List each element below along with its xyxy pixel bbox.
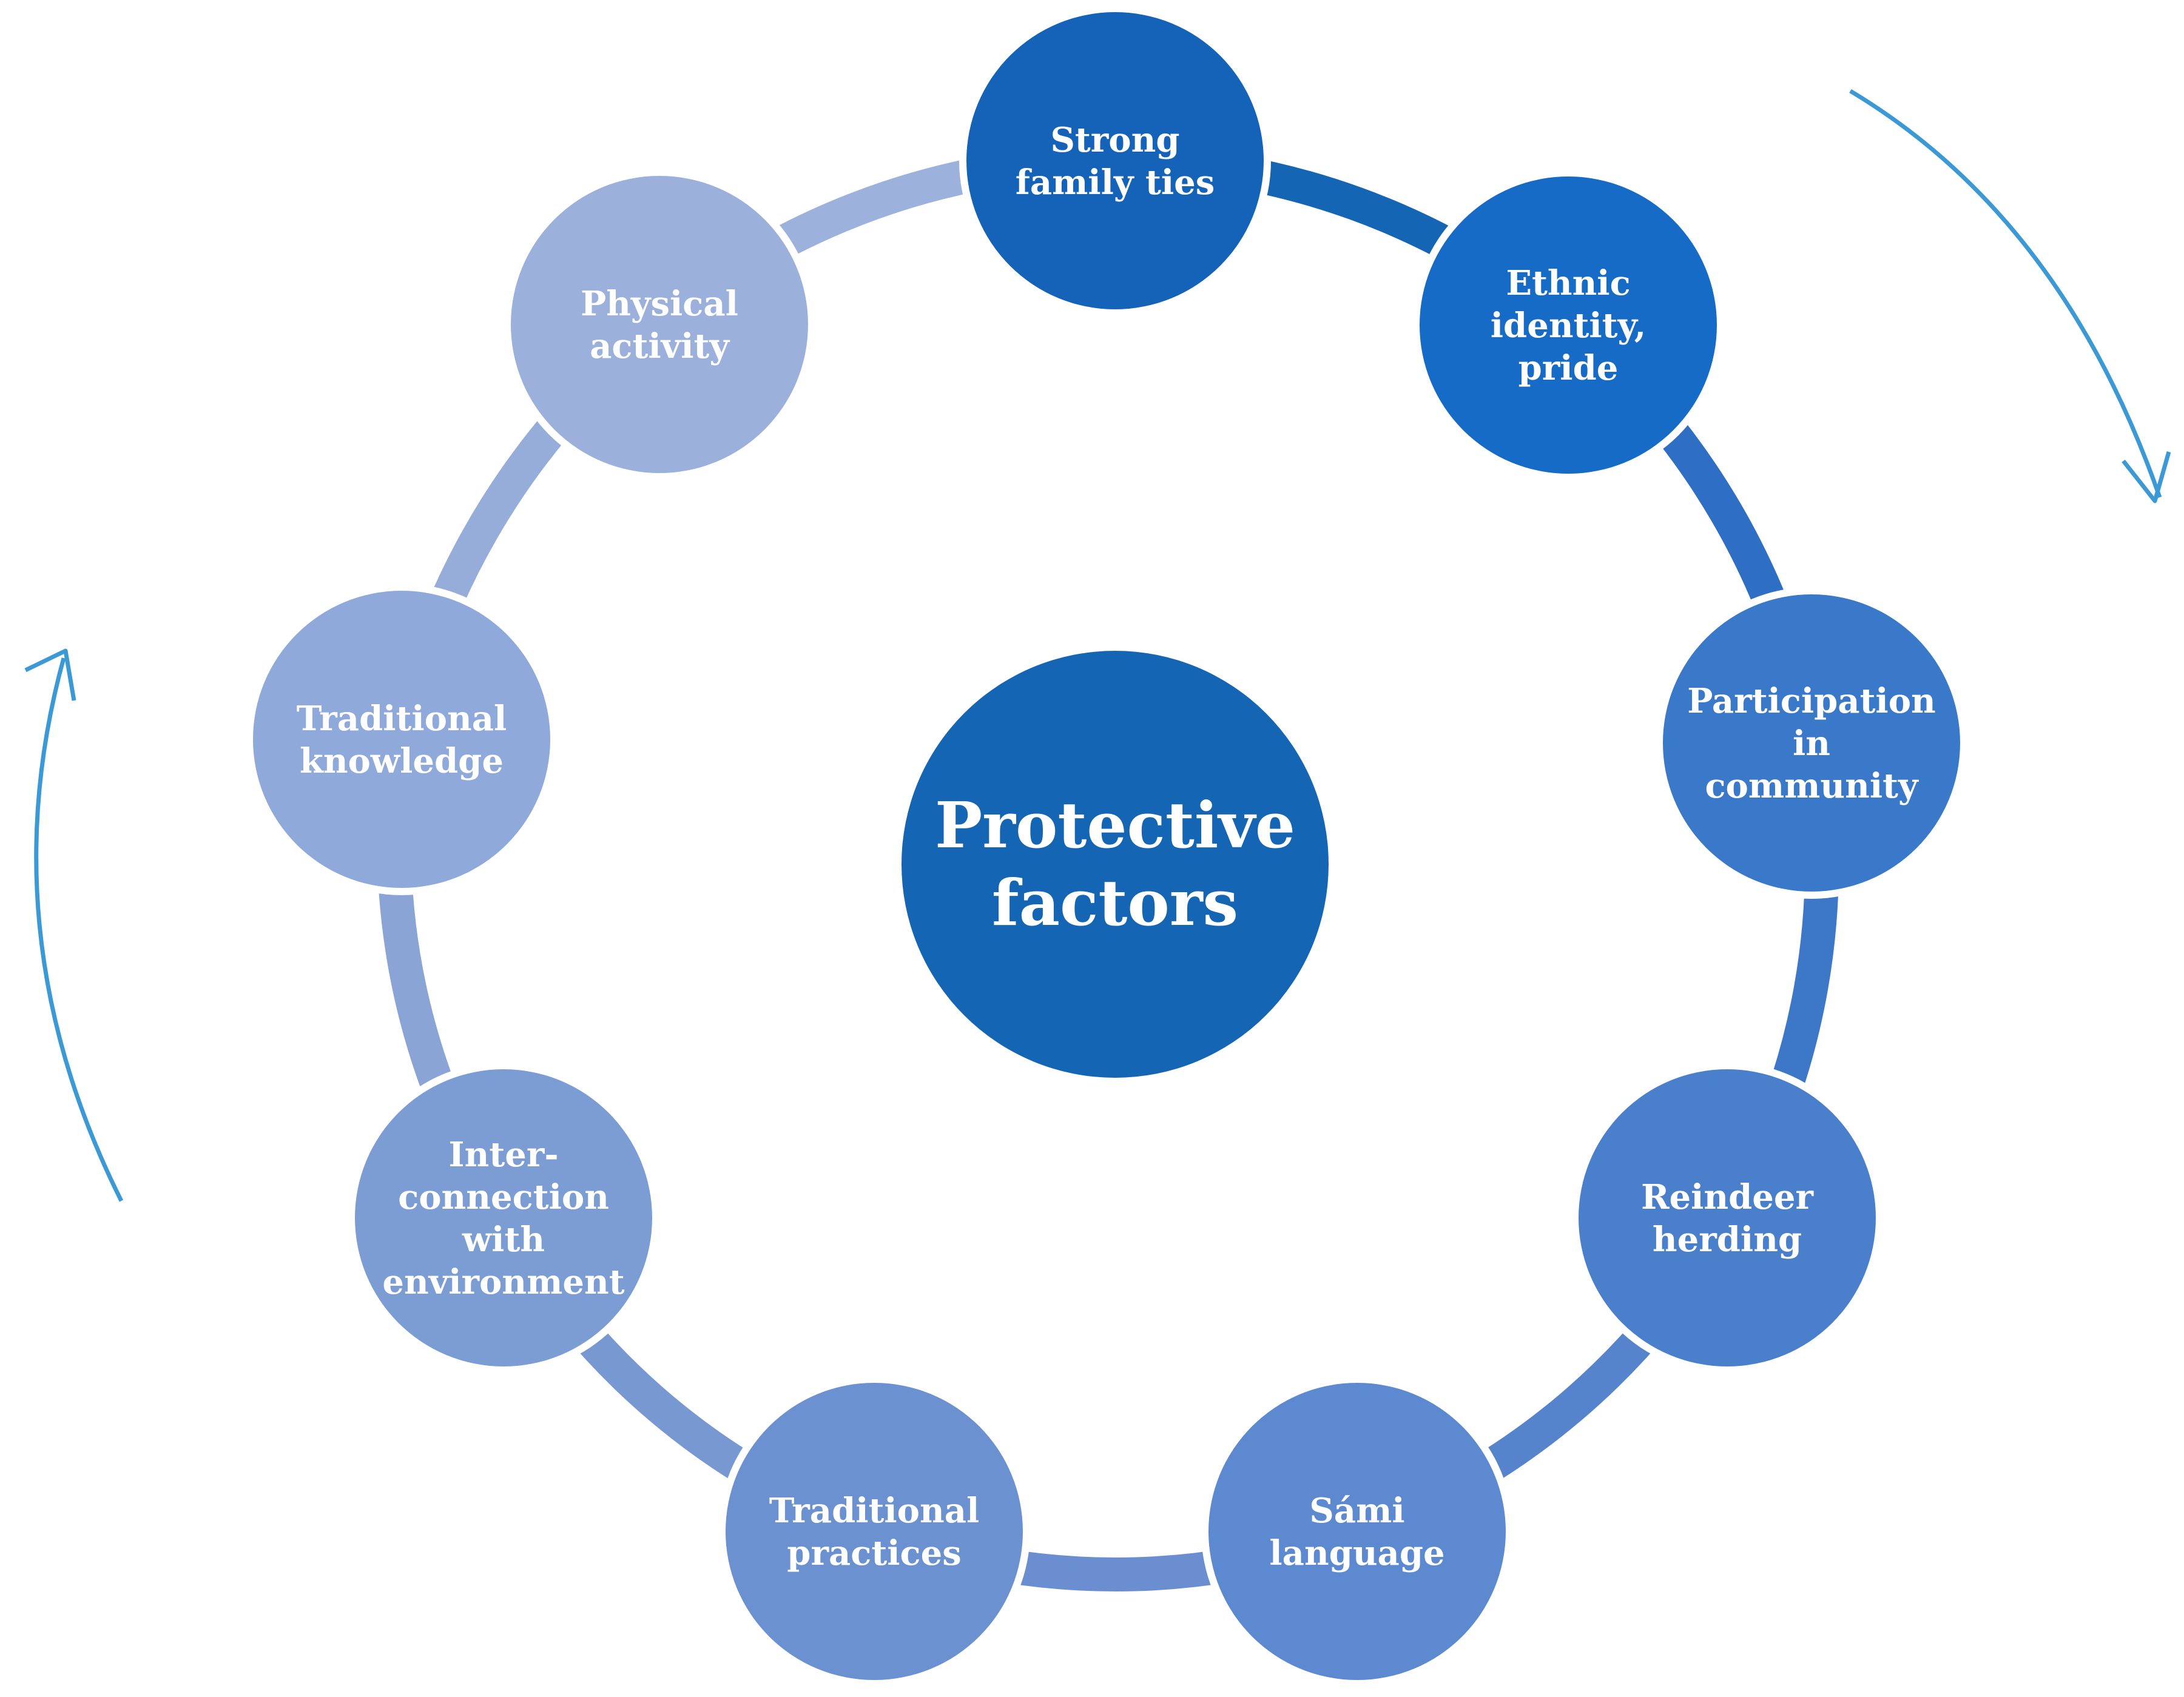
clockwise-arrow-icon-head — [2122, 451, 2171, 503]
clockwise-arrow-icon — [1849, 89, 2162, 499]
factor-node-circle — [1579, 1069, 1876, 1366]
factor-node-circle — [726, 1383, 1023, 1680]
factor-node-circle — [511, 176, 808, 473]
factor-node-circle — [1208, 1383, 1506, 1680]
factor-node-circle — [253, 591, 550, 888]
cycle-arrows — [24, 89, 2171, 1202]
counterclockwise-arrow-icon — [34, 657, 124, 1202]
factor-node-circle — [1420, 176, 1717, 474]
factor-node-circle — [1663, 594, 1960, 892]
counterclockwise-arrow-icon-head — [24, 648, 76, 701]
factor-node-circle — [966, 12, 1264, 309]
center-circle-shape — [902, 651, 1329, 1078]
factor-node-circle — [355, 1069, 652, 1366]
